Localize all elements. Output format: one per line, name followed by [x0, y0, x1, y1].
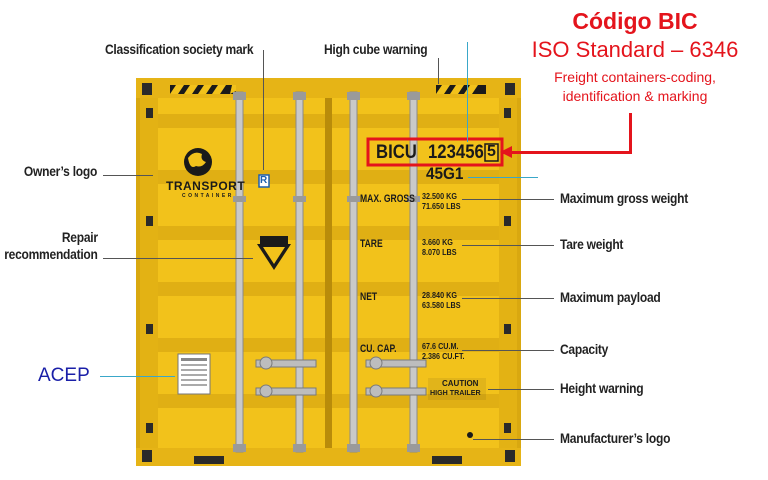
label-acep: ACEP — [38, 365, 90, 386]
classification-letter: R — [260, 175, 268, 186]
door-corrugations — [158, 114, 499, 408]
hazard-stripes-left — [170, 85, 236, 94]
rating-kg-tare: 3.660 KG — [422, 237, 453, 247]
bic-connector-horizontal — [502, 151, 632, 154]
door-handles — [255, 356, 427, 398]
line-high-cube — [438, 58, 439, 84]
owner-logo-subtitle: CONTAINER — [182, 193, 234, 199]
label-max-payload: Maximum payload — [560, 289, 661, 305]
high-trailer-label: HIGH TRAILER — [430, 388, 481, 397]
caution-label: CAUTION — [442, 379, 479, 388]
line-acep — [100, 376, 175, 377]
rating-kg-net: 28.840 KG — [422, 290, 457, 300]
line-repair — [103, 258, 253, 259]
label-high-cube-warning: High cube warning — [324, 41, 428, 57]
bic-connector-vertical — [629, 113, 632, 154]
rating-lbs-tare: 8.070 LBS — [422, 247, 457, 257]
bic-subtitle: ISO Standard – 6346 — [531, 37, 739, 62]
bic-serial-number: 123456 — [428, 142, 484, 163]
rating-kg-cu-cap: 67.6 CU.M. — [422, 341, 459, 351]
line-classification — [263, 50, 264, 170]
owner-logo-globe — [184, 148, 212, 176]
bic-title: Código BIC — [572, 8, 698, 34]
bic-check-digit: 5 — [487, 143, 496, 160]
repair-triangle — [257, 236, 291, 270]
label-max-gross-weight: Maximum gross weight — [560, 190, 688, 206]
rating-label-max-gross: MAX. GROSS — [360, 193, 415, 205]
bic-owner-code: BICU — [376, 142, 417, 163]
acep-plate — [177, 353, 211, 395]
manufacturer-logo — [467, 432, 473, 438]
line-size-type — [468, 177, 538, 178]
container-illustration — [136, 78, 521, 466]
owner-logo-name: TRANSPORT — [166, 179, 246, 193]
line-capacity — [462, 350, 554, 351]
hazard-stripes-right — [436, 85, 486, 94]
line-payload — [462, 298, 554, 299]
rating-lbs-cu-cap: 2.386 CU.FT. — [422, 351, 465, 361]
label-repair-line2: recommendation — [4, 246, 99, 262]
line-tare — [462, 245, 554, 246]
bic-caption-line1: Freight containers-coding, — [554, 69, 716, 85]
rating-label-tare: TARE — [360, 238, 383, 250]
bic-connector-arrowhead — [500, 146, 512, 158]
locking-bars — [233, 91, 420, 453]
line-owner-logo — [103, 175, 153, 176]
line-manufacturer — [473, 439, 554, 440]
size-type-code: 45G1 — [426, 164, 464, 183]
bic-caption-line2: identification & marking — [562, 88, 708, 104]
container-doors: BICU 123456 5 45G1 TRANSPORT CONTAINER R… — [136, 78, 521, 466]
label-owner-logo: Owner’s logo — [23, 163, 97, 179]
label-classification-society-mark: Classification society mark — [105, 41, 254, 57]
label-height-warning: Height warning — [560, 380, 644, 396]
label-capacity: Capacity — [560, 341, 609, 357]
label-repair-line1: Repair — [62, 229, 98, 245]
line-height-warning — [488, 389, 554, 390]
rating-lbs-max-gross: 71.650 LBS — [422, 201, 461, 211]
rating-lbs-net: 63.580 LBS — [422, 300, 461, 310]
rating-label-cu-cap: CU. CAP. — [360, 343, 397, 355]
label-tare-weight: Tare weight — [560, 236, 624, 252]
line-max-gross — [462, 199, 554, 200]
check-digit-box — [484, 143, 499, 162]
label-manufacturer-logo: Manufacturer’s logo — [560, 430, 671, 446]
rating-label-net: NET — [360, 291, 378, 303]
classification-box — [258, 174, 270, 188]
line-bic-pointer — [467, 42, 468, 142]
rating-kg-max-gross: 32.500 KG — [422, 191, 457, 201]
